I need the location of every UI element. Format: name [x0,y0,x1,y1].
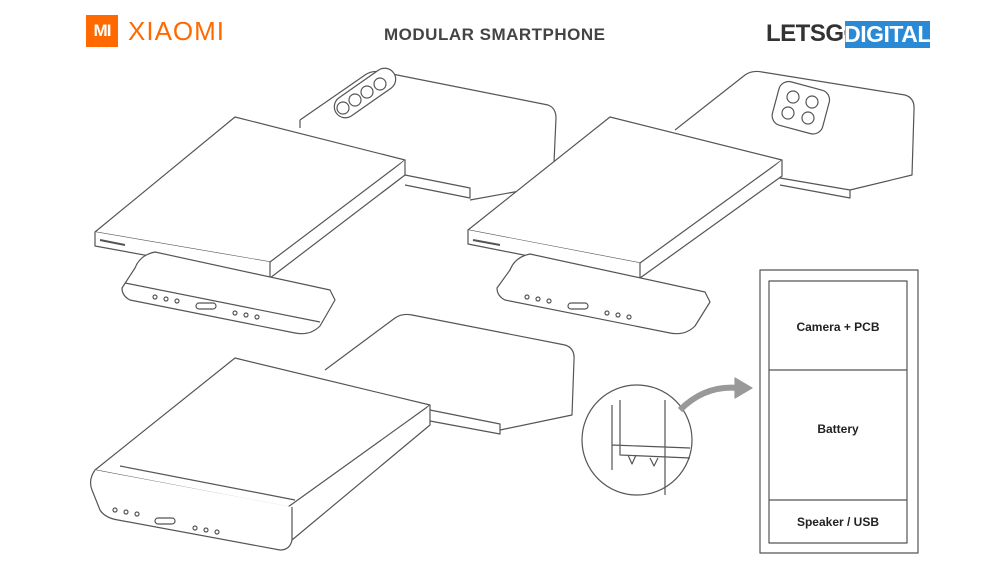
detail-magnifier [581,384,693,496]
phone-3 [89,313,575,551]
camera-module-icon [771,80,831,135]
xiaomi-logo-mark: MI [86,15,118,47]
module-label-battery: Battery [817,422,859,436]
arrow-icon [677,384,739,413]
camera-module-icon [333,67,397,119]
page-title: MODULAR SMARTPHONE [384,25,606,44]
module-label-speaker-usb: Speaker / USB [796,515,880,529]
digital-logo-text: DIGITAL [844,21,931,48]
xiaomi-logo-text: XIAOMI [128,16,226,46]
phone-2 [467,70,915,335]
phone-1 [94,67,557,335]
module-label-camera: Camera + PCB [796,320,880,334]
module-diagram [759,269,919,554]
